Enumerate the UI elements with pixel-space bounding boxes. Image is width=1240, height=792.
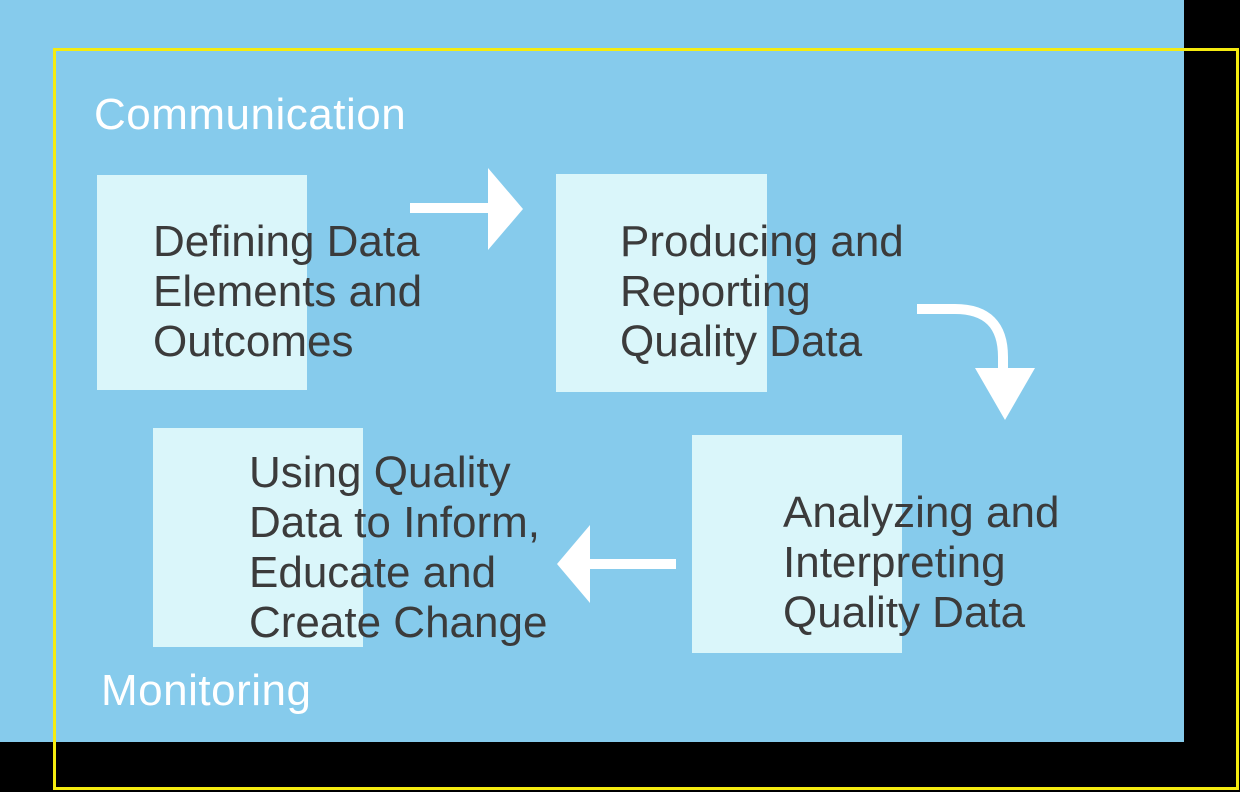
step-text-defining: Defining Data Elements and Outcomes	[153, 217, 423, 366]
communication-label: Communication	[94, 90, 407, 139]
arrow-right-icon	[410, 168, 523, 250]
step-text-analyzing: Analyzing and Interpreting Quality Data	[783, 488, 1060, 637]
arrow-curved-down-icon	[917, 304, 1035, 420]
arrow-left-icon	[557, 525, 676, 603]
step-box-producing	[556, 174, 767, 392]
step-text-producing: Producing and Reporting Quality Data	[620, 217, 904, 366]
step-box-defining	[97, 175, 307, 390]
step-box-analyzing	[692, 435, 902, 653]
step-text-using: Using Quality Data to Inform, Educate an…	[249, 448, 548, 647]
monitoring-label: Monitoring	[101, 666, 312, 715]
step-box-using	[153, 428, 363, 647]
